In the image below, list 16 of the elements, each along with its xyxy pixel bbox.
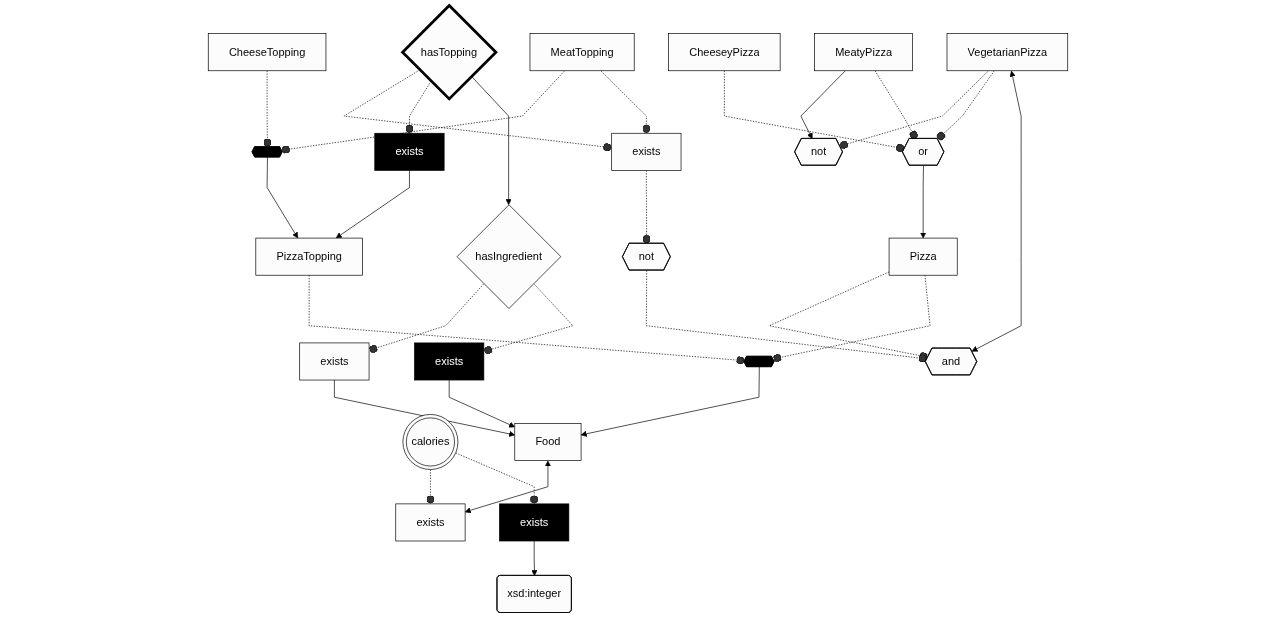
node-box: exists [395, 503, 466, 542]
node-box: exists [611, 132, 682, 171]
node-diamond: hasTopping [400, 3, 498, 101]
node-box: exists [414, 342, 485, 381]
node-box: exists [499, 503, 570, 542]
node-box: exists [374, 132, 445, 171]
node-box: Pizza [888, 237, 958, 276]
node-box: PizzaTopping [255, 237, 363, 276]
node-box: MeatyPizza [814, 33, 913, 72]
node-box: CheeseTopping [207, 33, 327, 72]
node-box: exists [299, 342, 370, 381]
node-diamond: hasIngredient [456, 204, 562, 309]
node-box: VegetarianPizza [946, 33, 1069, 72]
node-box: CheeseyPizza [668, 33, 781, 72]
node-box: MeatTopping [529, 33, 635, 72]
node-box: Food [514, 423, 582, 461]
